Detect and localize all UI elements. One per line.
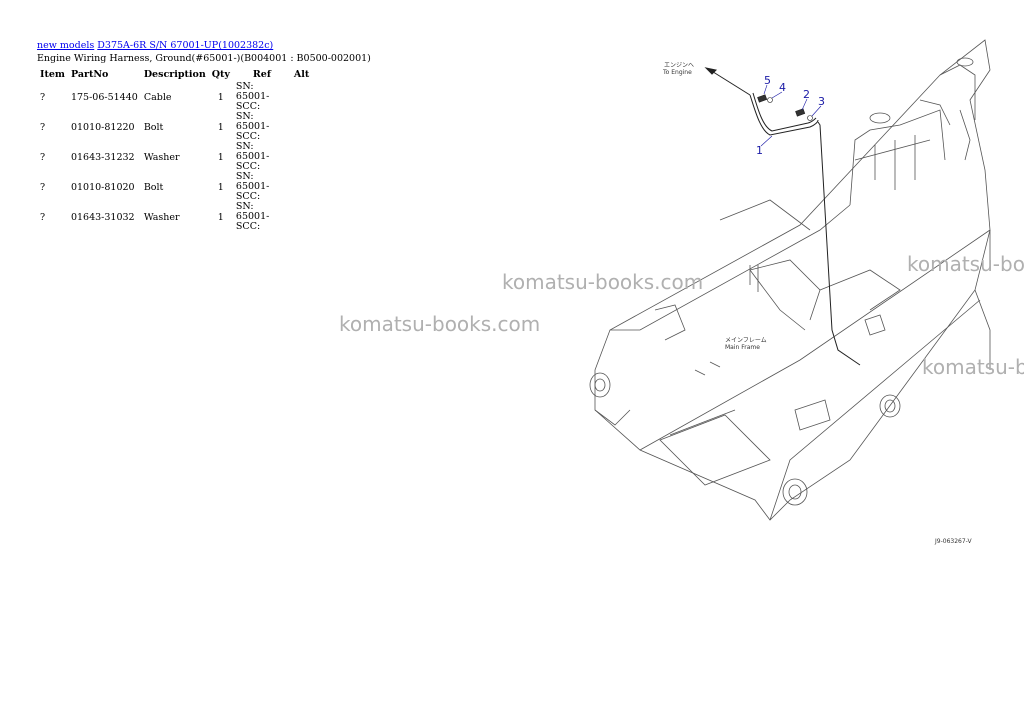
table-row: ? 01010-81020 Bolt 1 SN: 65001-SCC: bbox=[37, 172, 312, 202]
watermark: komatsu-books.com bbox=[502, 270, 704, 294]
cell-item: ? bbox=[40, 181, 46, 193]
col-ref: Ref bbox=[252, 68, 271, 80]
cell-item: ? bbox=[40, 151, 46, 163]
cell-partno: 01010-81220 bbox=[70, 121, 135, 133]
table-header-row: Item PartNo Description Qty Ref Alt bbox=[37, 66, 312, 82]
callout-2: 2 bbox=[803, 88, 810, 101]
fastener-parts bbox=[757, 94, 813, 121]
cell-alt bbox=[291, 142, 312, 172]
cell-qty: 1 bbox=[217, 91, 224, 103]
callout-5: 5 bbox=[764, 74, 771, 87]
watermark: komatsu-books.com bbox=[339, 312, 541, 336]
table-row: ? 01010-81220 Bolt 1 SN: 65001-SCC: bbox=[37, 112, 312, 142]
parts-table: Item PartNo Description Qty Ref Alt ? 17… bbox=[37, 66, 312, 232]
figure-code: J9-063267-V bbox=[934, 538, 972, 545]
cell-item: ? bbox=[40, 211, 46, 223]
label-to-engine-jp: エンジンへ bbox=[664, 62, 694, 69]
watermark: komatsu-books.com bbox=[907, 252, 1024, 276]
main-frame-drawing bbox=[589, 39, 991, 521]
cell-ref: SN: 65001-SCC: bbox=[235, 111, 270, 142]
cell-ref: SN: 65001-SCC: bbox=[235, 81, 270, 112]
cell-partno: 175-06-51440 bbox=[70, 91, 138, 103]
ground-cable bbox=[704, 67, 861, 366]
cell-description: Cable bbox=[143, 91, 172, 103]
callout-3: 3 bbox=[818, 95, 825, 108]
col-qty: Qty bbox=[211, 68, 230, 80]
callout-4: 4 bbox=[779, 81, 786, 94]
cell-description: Washer bbox=[143, 211, 180, 223]
page-title: Engine Wiring Harness, Ground(#65001-)(B… bbox=[37, 53, 371, 64]
col-description: Description bbox=[143, 68, 206, 80]
breadcrumb-link-new-models[interactable]: new models bbox=[37, 40, 95, 51]
breadcrumb: new models D375A-6R S/N 67001-UP(1002382… bbox=[37, 40, 273, 51]
cell-partno: 01643-31032 bbox=[70, 211, 135, 223]
callout-1: 1 bbox=[756, 144, 763, 157]
table-row: ? 01643-31032 Washer 1 SN: 65001-SCC: bbox=[37, 202, 312, 232]
label-to-engine-en: To Engine bbox=[662, 69, 692, 76]
col-item: Item bbox=[40, 68, 65, 80]
col-alt: Alt bbox=[293, 68, 310, 80]
cell-ref: SN: 65001-SCC: bbox=[235, 171, 270, 202]
cell-qty: 1 bbox=[217, 181, 224, 193]
cell-alt bbox=[291, 82, 312, 112]
cell-partno: 01643-31232 bbox=[70, 151, 135, 163]
cell-item: ? bbox=[40, 91, 46, 103]
label-main-frame-en: Main Frame bbox=[725, 344, 760, 351]
cell-alt bbox=[291, 112, 312, 142]
cell-qty: 1 bbox=[217, 121, 224, 133]
parts-diagram: 5 4 2 3 1 エンジンへ To Engine メインフレーム Main F… bbox=[589, 39, 991, 545]
table-row: ? 01643-31232 Washer 1 SN: 65001-SCC: bbox=[37, 142, 312, 172]
cell-alt bbox=[291, 202, 312, 232]
watermark: komatsu-books.com bbox=[922, 355, 1024, 379]
cell-ref: SN: 65001-SCC: bbox=[235, 141, 270, 172]
cell-alt bbox=[291, 172, 312, 202]
col-partno: PartNo bbox=[70, 68, 109, 80]
table-row: ? 175-06-51440 Cable 1 SN: 65001-SCC: bbox=[37, 82, 312, 112]
cell-qty: 1 bbox=[217, 211, 224, 223]
cell-description: Bolt bbox=[143, 181, 164, 193]
cell-item: ? bbox=[40, 121, 46, 133]
cell-partno: 01010-81020 bbox=[70, 181, 135, 193]
label-main-frame-jp: メインフレーム bbox=[725, 337, 767, 344]
cell-description: Washer bbox=[143, 151, 180, 163]
cell-ref: SN: 65001-SCC: bbox=[235, 201, 270, 232]
cell-description: Bolt bbox=[143, 121, 164, 133]
cell-qty: 1 bbox=[217, 151, 224, 163]
breadcrumb-link-model[interactable]: D375A-6R S/N 67001-UP(1002382c) bbox=[97, 40, 274, 51]
